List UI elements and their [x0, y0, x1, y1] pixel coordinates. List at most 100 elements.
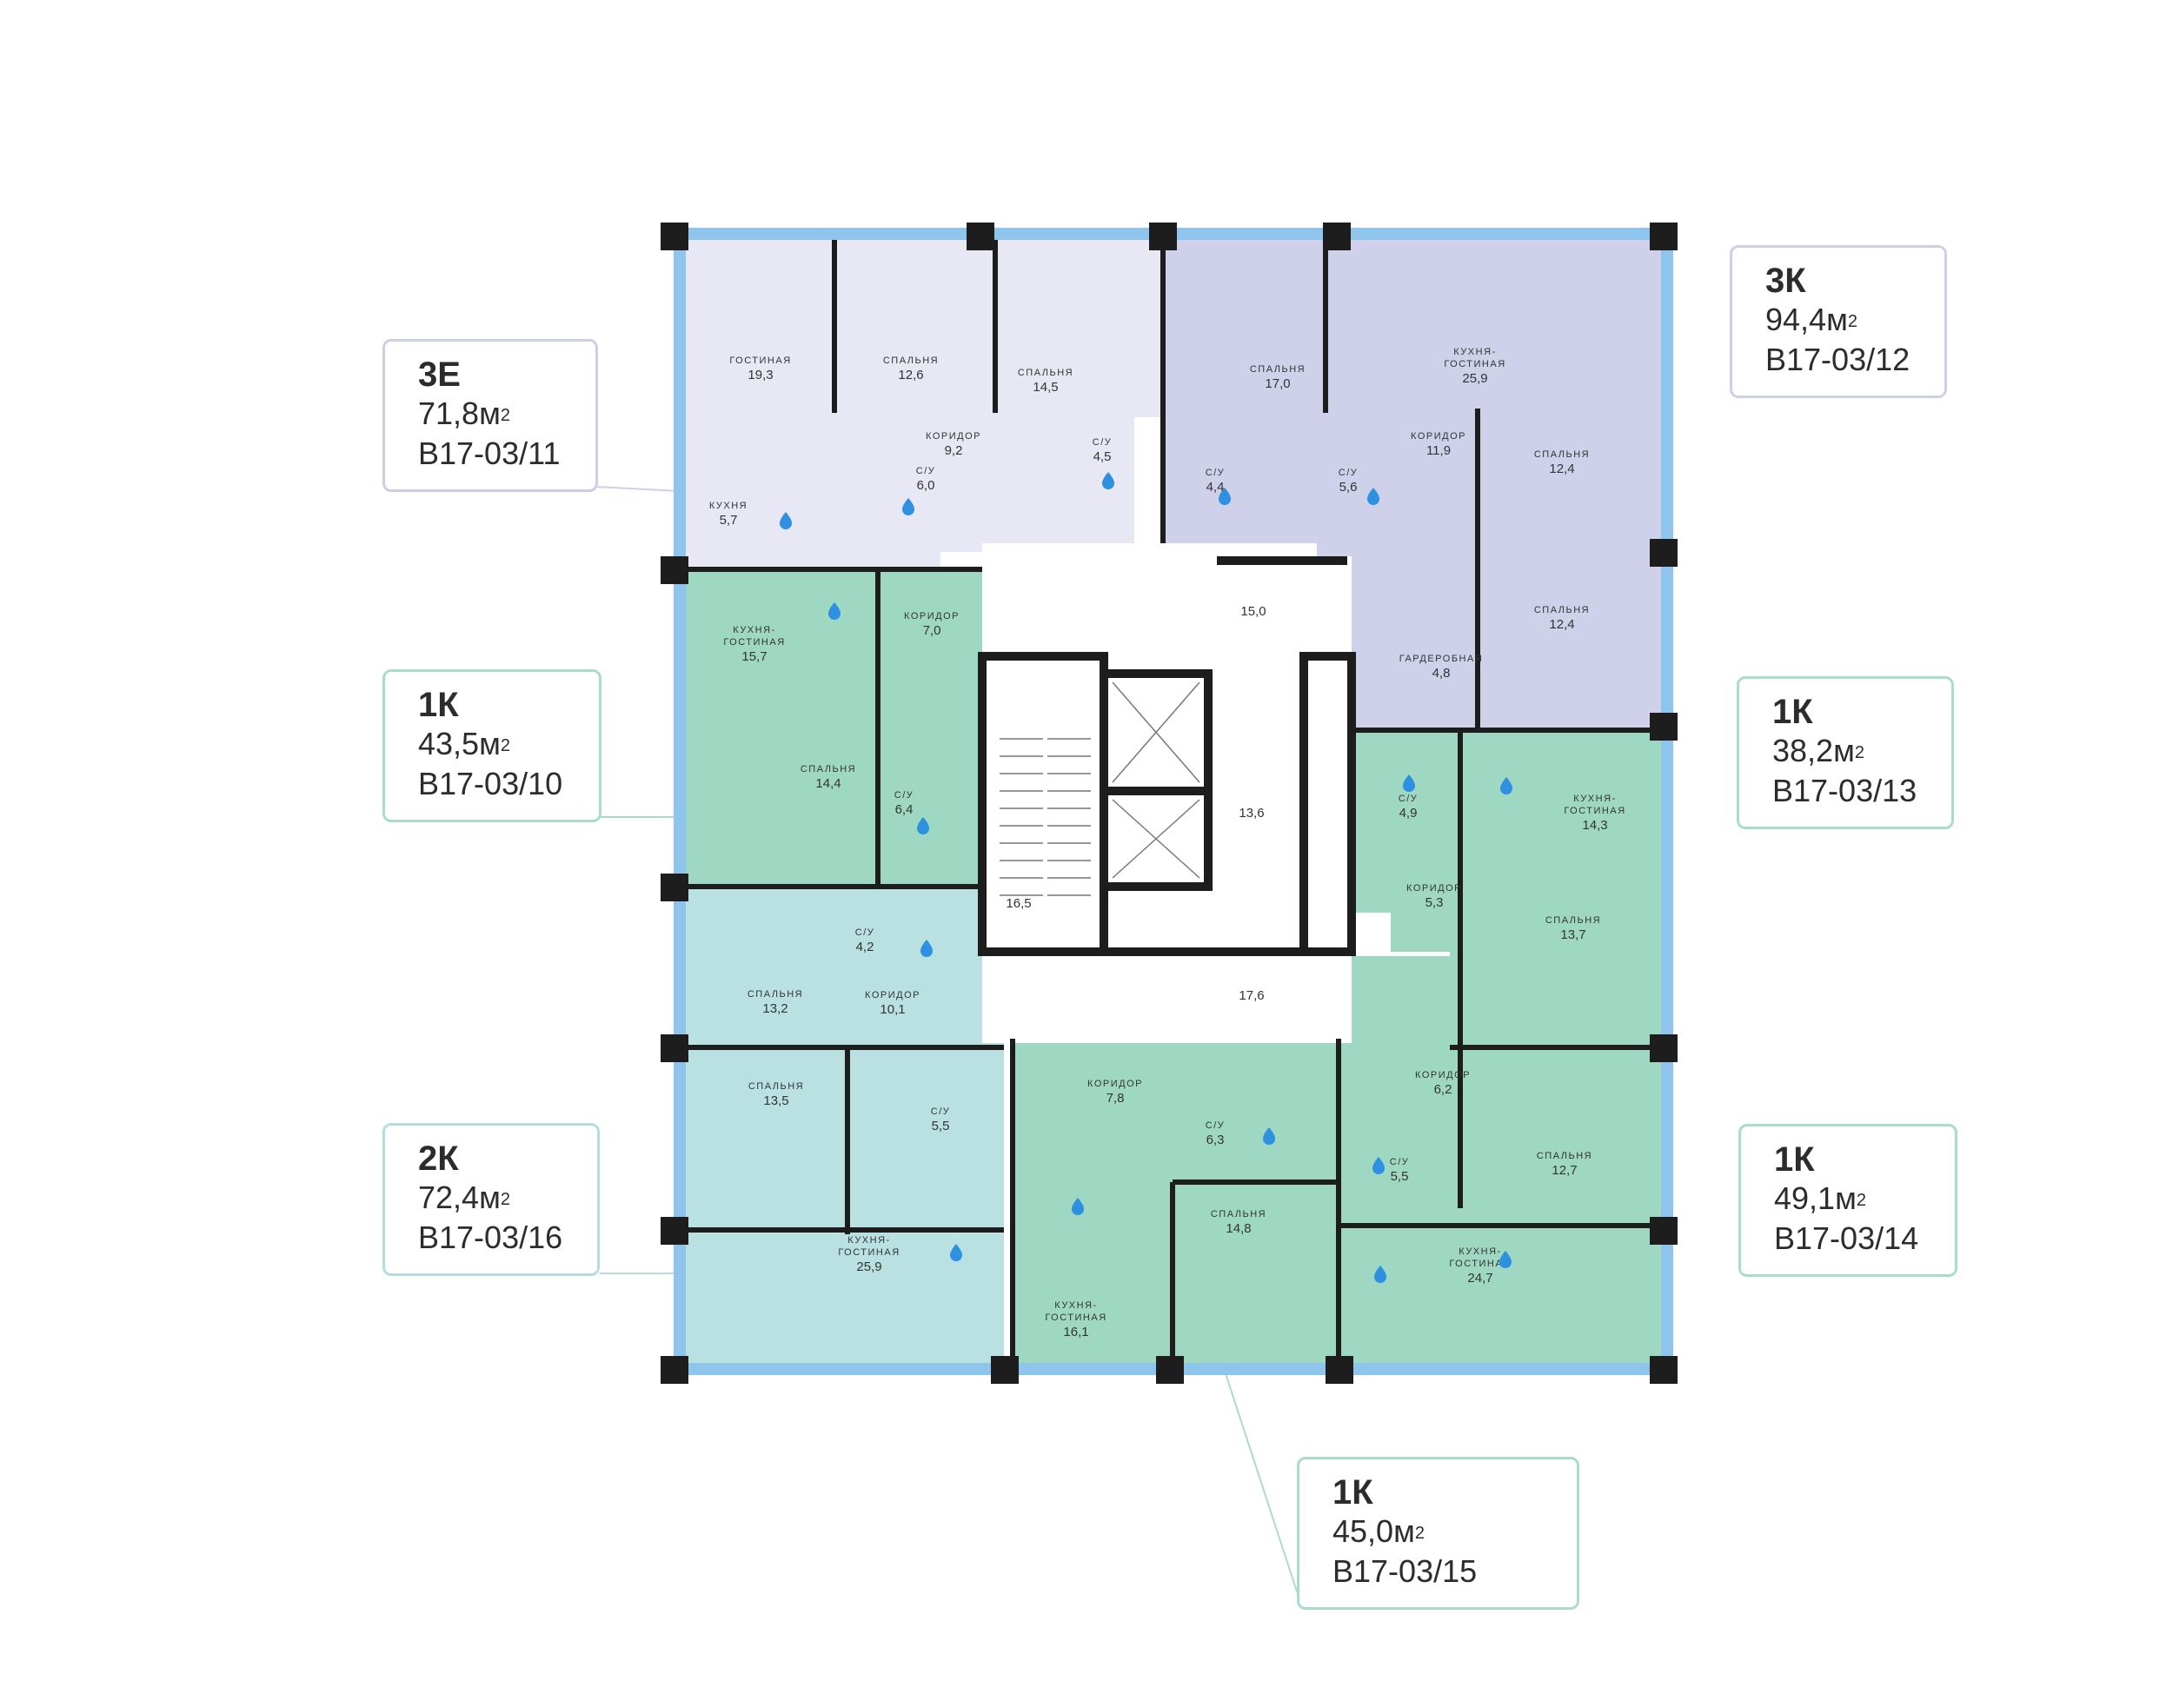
water-drop-icon [950, 1244, 962, 1261]
common-area-label: 16,5 [1006, 896, 1031, 911]
callout-area: 45,0м2 [1332, 1513, 1425, 1549]
windows [674, 228, 1673, 1375]
callout-code: В17-03/12 [1765, 342, 1911, 377]
callout-type: 1К [1772, 693, 1813, 731]
callout-code: В17-03/15 [1332, 1553, 1478, 1589]
water-drop-icon [828, 602, 841, 620]
leader-apt-15 [1220, 1359, 1300, 1600]
water-drop-icon [1500, 777, 1512, 794]
water-drop-icon [1102, 472, 1114, 489]
callout-type: 3Е [418, 356, 461, 394]
callout-apt-15[interactable]: 1К 45,0м2 В17-03/15 [1297, 1457, 1579, 1610]
water-drop-icon [920, 940, 933, 957]
callout-type: 1К [1774, 1140, 1815, 1179]
common-area-labels: 15,0 13,6 16,5 17,6 [1006, 604, 1266, 1003]
water-drop-icon [1367, 488, 1379, 505]
callout-area: 72,4м2 [418, 1180, 510, 1215]
callout-apt-11[interactable]: 3Е 71,8м2 В17-03/11 [382, 339, 598, 492]
water-drop-icon [1219, 488, 1231, 505]
water-drop-icon [1403, 774, 1415, 792]
callout-type: 1К [1332, 1473, 1373, 1512]
callout-code: В17-03/11 [418, 435, 561, 471]
apt-15-fill [1013, 1039, 1339, 1363]
building-core [978, 556, 1356, 1043]
callout-area: 43,5м2 [418, 726, 510, 761]
water-drop-icon [902, 498, 914, 515]
callout-apt-13[interactable]: 1К 38,2м2 В17-03/13 [1737, 676, 1954, 829]
apartment-fills [686, 240, 1661, 1363]
common-area-label: 13,6 [1239, 806, 1264, 821]
apt-10-fill [686, 569, 982, 887]
callout-code: В17-03/16 [418, 1220, 563, 1255]
callout-area: 94,4м2 [1765, 302, 1857, 337]
callout-apt-14[interactable]: 1К 49,1м2 В17-03/14 [1738, 1124, 1957, 1277]
interior-walls [686, 240, 1661, 1363]
common-area-label: 17,6 [1239, 988, 1264, 1003]
water-drop-icon [1374, 1266, 1386, 1283]
callout-apt-12[interactable]: 3К 94,4м2 В17-03/12 [1730, 245, 1947, 398]
callout-apt-16[interactable]: 2К 72,4м2 В17-03/16 [382, 1123, 600, 1276]
callout-type: 1К [418, 686, 459, 724]
callout-code: В17-03/10 [418, 766, 563, 801]
callout-area: 49,1м2 [1774, 1180, 1866, 1216]
apt-11-fill [686, 240, 1163, 569]
callout-code: В17-03/14 [1774, 1220, 1919, 1256]
water-drop-icon [1263, 1127, 1275, 1145]
callout-type: 3К [1765, 262, 1806, 300]
common-area-label: 15,0 [1240, 604, 1266, 619]
water-icons [780, 472, 1512, 1283]
water-drop-icon [1499, 1251, 1512, 1268]
callout-type: 2К [418, 1140, 459, 1178]
apt-13-fill [1352, 730, 1661, 1047]
apt-12-fill [1163, 240, 1661, 730]
water-drop-icon [1372, 1157, 1385, 1174]
callout-area: 38,2м2 [1772, 733, 1864, 768]
water-drop-icon [1072, 1198, 1084, 1215]
callout-apt-10[interactable]: 1К 43,5м2 В17-03/10 [382, 669, 601, 822]
callout-code: В17-03/13 [1772, 773, 1917, 808]
exterior-walls [661, 223, 1678, 1384]
water-drop-icon [780, 512, 792, 529]
callout-area: 71,8м2 [418, 395, 510, 431]
apt-14-fill [1339, 956, 1661, 1363]
